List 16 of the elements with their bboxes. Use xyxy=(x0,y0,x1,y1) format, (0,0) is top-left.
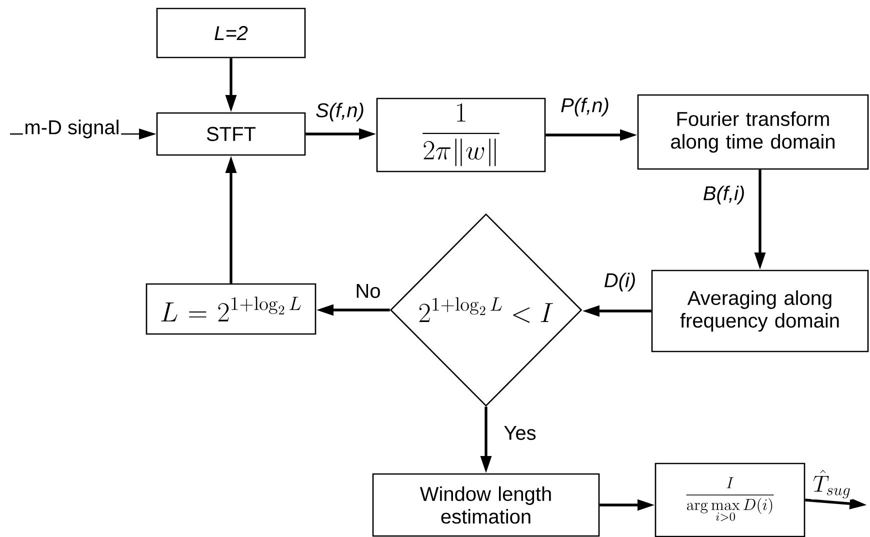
process-box: L=2 xyxy=(156,8,306,58)
process-box: STFT xyxy=(156,112,306,156)
edge-label: B(f,i) xyxy=(702,184,746,206)
process-box: Fourier transform along time domain xyxy=(637,94,869,170)
process-box: Window length estimation xyxy=(372,473,600,537)
edge-label: $\hat{T}_{sug}$ xyxy=(812,468,852,500)
edge-label: P(f,n) xyxy=(559,96,611,118)
edge-label: Yes xyxy=(502,424,538,442)
process-box: Averaging along frequency domain xyxy=(651,270,869,352)
process-box: $\frac{I}{\arg\max\limits_{i>0} D(i)}$ xyxy=(654,462,806,537)
process-box: $L = 2^{1+\log_2 L}$ xyxy=(146,283,316,335)
edge-label: D(i) xyxy=(602,271,638,293)
edge-label: S(f,n) xyxy=(314,101,366,123)
process-box: $\frac{1}{2\pi\|w\|}$ xyxy=(376,98,546,172)
edge-label: m-D signal xyxy=(22,118,122,140)
edge-label: No xyxy=(354,282,382,300)
